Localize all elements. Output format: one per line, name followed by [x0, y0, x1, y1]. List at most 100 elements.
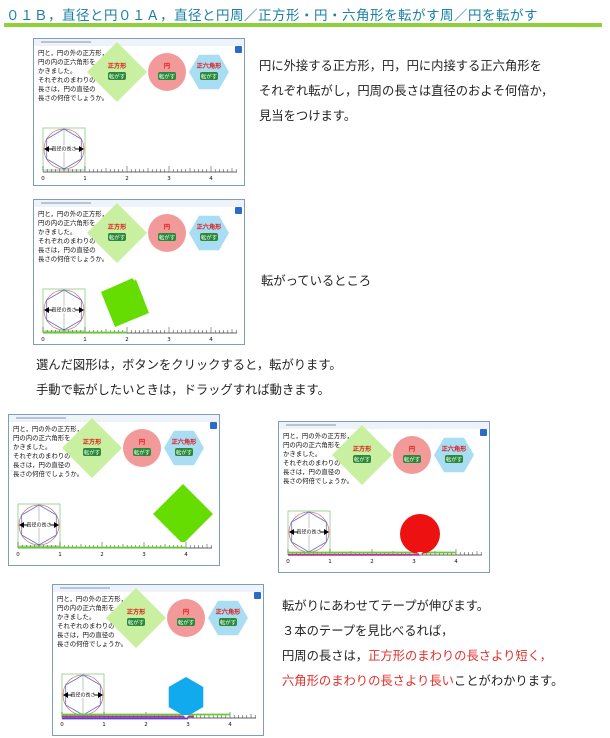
- roll-button-label: 転がす: [109, 234, 125, 242]
- roll-button[interactable]: [158, 72, 176, 80]
- shape-label: 円: [164, 63, 170, 70]
- description-1-line: 円に外接する正方形，円，円に内接する正六角形を: [259, 59, 542, 73]
- roll-button[interactable]: [108, 72, 126, 80]
- description-3-line: 手動で転がしたいときは，ドラッグすれば動きます。: [36, 383, 330, 397]
- pen-tool-icon[interactable]: [480, 429, 487, 436]
- roll-button[interactable]: [353, 455, 371, 463]
- rolling-circle[interactable]: [400, 514, 440, 554]
- pen-tool-icon[interactable]: [235, 207, 242, 214]
- ruler-label: 2: [370, 559, 374, 565]
- roll-button[interactable]: [175, 448, 193, 456]
- rotation-marker-icon: [180, 542, 186, 546]
- app-window: 円と，円の外の正方形，円の内の正六角形をかきました。それぞれのまわりの長さは，円…: [278, 421, 490, 573]
- roll-button-label: 転がす: [201, 73, 217, 81]
- roll-button-label: 転がす: [159, 234, 175, 242]
- highlight-longer-than-hexagon: 六角形のまわりの長さより長い: [282, 674, 454, 688]
- question-text: 円の内の正六角形を: [38, 218, 96, 227]
- diameter-label: 直径の長さ: [70, 692, 95, 699]
- ruler-label: 3: [142, 552, 146, 558]
- pen-tool-icon[interactable]: [235, 46, 242, 53]
- question-text: かきました。: [13, 443, 51, 451]
- ruler-label: 1: [328, 559, 332, 565]
- description-1: 円に外接する正方形，円，円に内接する正六角形を それぞれ転がし，円周の長さは直径…: [259, 54, 553, 129]
- question-text: 円と，円の外の正方形，: [38, 209, 108, 218]
- ruler-label: 2: [100, 552, 104, 558]
- pen-tool-icon[interactable]: [210, 422, 217, 429]
- roll-button[interactable]: [445, 455, 463, 463]
- question-text: 長さの何倍でしょうか。: [13, 469, 83, 478]
- window-title-text: [41, 41, 91, 43]
- question-text: それぞれのまわりの: [38, 237, 96, 245]
- ruler-label: 1: [58, 552, 62, 558]
- roll-button-label: 転がす: [201, 234, 217, 242]
- question-text: それぞれのまわりの: [13, 452, 71, 460]
- rolling-square[interactable]: [101, 277, 149, 327]
- rolling-square[interactable]: [153, 484, 213, 544]
- description-3: 選んだ図形は，ボタンをクリックすると，転がります。 手動で転がしたいときは，ドラ…: [36, 353, 342, 403]
- roll-button-label: 転がす: [178, 619, 194, 627]
- question-text: 長さは，円の直径の: [283, 467, 341, 476]
- description-4-text: ことがわかります。: [453, 674, 564, 688]
- arrowhead-left-icon: [289, 529, 294, 535]
- diameter-label: 直径の長さ: [51, 307, 76, 314]
- diameter-label-bg: [72, 691, 94, 698]
- shape-label: 正方形: [353, 445, 372, 453]
- question-text: 円の内の正六角形を: [38, 57, 96, 66]
- window-titlebar: [34, 200, 244, 207]
- shape-label: 円: [164, 224, 170, 231]
- question-text: それぞれのまわりの: [38, 76, 96, 84]
- shape-label: 正六角形: [216, 608, 242, 616]
- screenshot-2: 円と，円の外の正方形，円の内の正六角形をかきました。それぞれのまわりの長さは，円…: [33, 199, 245, 345]
- roll-button-label: 転がす: [446, 456, 462, 464]
- diameter-label-bg: [53, 145, 75, 152]
- arrowhead-right-icon: [54, 522, 59, 528]
- roll-button[interactable]: [83, 448, 101, 456]
- roll-button[interactable]: [158, 233, 176, 241]
- question-text: 円と，円の外の正方形，: [13, 424, 83, 433]
- ruler-label: 4: [209, 337, 213, 343]
- roll-button[interactable]: [133, 448, 151, 456]
- roll-button-label: 転がす: [404, 456, 420, 464]
- roll-button-label: 転がす: [109, 73, 125, 81]
- roll-button[interactable]: [219, 618, 237, 626]
- question-text: 長さの何倍でしょうか。: [57, 639, 127, 648]
- question-text: 円の内の正六角形を: [283, 440, 341, 449]
- question-text: かきました。: [38, 67, 76, 75]
- question-text: 円と，円の外の正方形，: [38, 48, 108, 57]
- description-2: 転がっているところ: [261, 274, 372, 288]
- window-title-text: [60, 587, 110, 589]
- roll-button[interactable]: [127, 618, 145, 626]
- ruler-label: 2: [125, 337, 129, 343]
- ruler-label: 3: [167, 176, 171, 182]
- ruler-label: 2: [125, 176, 129, 182]
- ruler-label: 0: [41, 176, 45, 182]
- description-4-text: 円周の長さは，: [282, 649, 369, 663]
- screenshot-3: 円と，円の外の正方形，円の内の正六角形をかきました。それぞれのまわりの長さは，円…: [8, 414, 220, 566]
- shape-label: 正方形: [108, 223, 127, 231]
- roll-button-label: 転がす: [354, 456, 370, 464]
- question-text: 長さの何倍でしょうか。: [283, 476, 353, 485]
- roll-button[interactable]: [108, 233, 126, 241]
- ruler-label: 1: [102, 722, 106, 728]
- ruler-label: 1: [83, 176, 87, 182]
- roll-button-label: 転がす: [128, 619, 144, 627]
- roll-button[interactable]: [200, 72, 218, 80]
- title-underline: [4, 23, 602, 27]
- window-title-text: [41, 202, 91, 204]
- ruler-label: 1: [83, 337, 87, 343]
- window-titlebar: [34, 39, 244, 46]
- rotation-marker-icon: [183, 715, 189, 718]
- roll-button[interactable]: [403, 455, 421, 463]
- shape-label: 正六角形: [172, 438, 198, 446]
- roll-button[interactable]: [200, 233, 218, 241]
- roll-button[interactable]: [177, 618, 195, 626]
- app-window: 円と，円の外の正方形，円の内の正六角形をかきました。それぞれのまわりの長さは，円…: [33, 199, 245, 345]
- shape-label: 正方形: [83, 438, 102, 446]
- ruler-label: 3: [186, 722, 190, 728]
- rotation-marker-icon: [417, 552, 423, 555]
- shape-label: 円: [139, 439, 145, 446]
- rolling-hexagon[interactable]: [168, 677, 204, 717]
- pen-tool-icon[interactable]: [254, 592, 261, 599]
- question-text: 長さの何倍でしょうか。: [38, 254, 108, 263]
- ruler-label: 4: [184, 552, 188, 558]
